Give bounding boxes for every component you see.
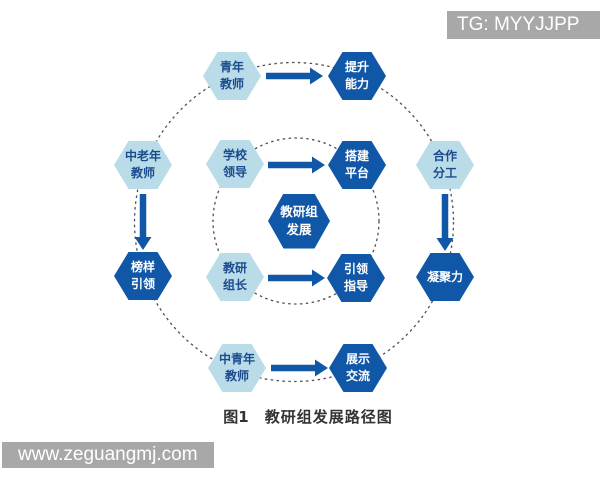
hex-label: 交流: [345, 369, 370, 383]
arrow-head: [310, 67, 323, 85]
hex-label: 青年: [219, 60, 244, 74]
hex-label: 教师: [224, 369, 249, 383]
hex-label: 榜样: [130, 260, 155, 274]
hex-label: 领导: [222, 165, 247, 179]
hex-label: 合作: [432, 149, 457, 163]
hex-label: 能力: [344, 77, 369, 91]
hex-label: 引领: [130, 277, 155, 291]
hex-school-leaders: 学校领导: [206, 140, 264, 188]
watermark-bottom-left: www.zeguangmj.com: [2, 442, 214, 468]
hex-label: 学校: [222, 148, 247, 162]
hex-label: 提升: [344, 60, 369, 74]
arrow-head: [312, 269, 325, 287]
inner-dashed-circle: [212, 137, 380, 305]
hex-youth-teachers: 青年教师: [203, 52, 261, 100]
hex-label: 指导: [343, 279, 368, 293]
hex-teaching-group-development: 教研组发展: [268, 193, 330, 249]
figure-number: 图1: [223, 408, 249, 426]
arrow-head: [312, 156, 325, 174]
hex-label: 教师: [130, 166, 155, 180]
hex-label: 教研: [222, 261, 247, 275]
hex-label: 教研组: [280, 204, 318, 219]
hex-label: 中老年: [124, 149, 161, 163]
hex-label: 教师: [219, 77, 244, 91]
hex-label: 中青年: [218, 352, 255, 366]
hex-label: 平台: [344, 166, 369, 180]
arrow-head: [315, 359, 328, 377]
arrow-head: [436, 238, 454, 251]
figure-caption: 图1 教研组发展路径图: [8, 406, 600, 427]
hex-label: 搭建: [344, 149, 369, 163]
hex-label: 分工: [432, 166, 457, 180]
hex-label: 发展: [286, 222, 312, 237]
figure-title: 教研组发展路径图: [264, 408, 393, 426]
hex-label: 引领: [343, 262, 368, 276]
hex-label: 组长: [222, 278, 247, 292]
hex-label: 凝聚力: [426, 269, 463, 284]
arrow-head: [134, 237, 152, 250]
hex-teaching-group-leader: 教研组长: [206, 253, 264, 301]
outer-dashed-circle: [133, 61, 455, 383]
watermark-top-right: TG: MYYJJPP: [447, 11, 600, 39]
hex-label: 展示: [345, 352, 370, 366]
